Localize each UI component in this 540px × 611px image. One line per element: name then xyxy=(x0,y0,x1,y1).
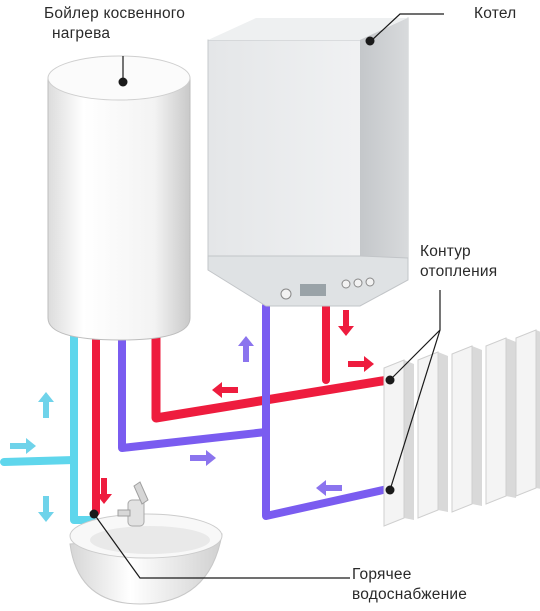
radiator-section xyxy=(383,359,414,527)
radiator-section xyxy=(451,345,482,513)
label-kontur-line1: Контур xyxy=(420,243,471,260)
flow-arrow-right-icon xyxy=(190,450,216,466)
label-kotel: Котел xyxy=(474,5,517,22)
leader-dot xyxy=(118,77,128,87)
tank-return-pipe xyxy=(118,334,270,452)
leader-kontur-2 xyxy=(389,329,441,491)
cold-water-pipe xyxy=(0,326,96,524)
leader-dot xyxy=(385,485,395,495)
faucet-icon xyxy=(117,481,149,527)
wall-boiler-icon xyxy=(207,17,409,307)
flow-arrow-left-icon xyxy=(316,480,342,496)
leader-dot xyxy=(365,36,375,46)
tank-supply-pipe xyxy=(151,333,393,423)
label-boiler-line2: нагрева xyxy=(52,25,111,42)
leader-dot xyxy=(385,375,395,385)
leader-kotel xyxy=(371,13,444,41)
label-hot-line1: Горячее xyxy=(352,566,412,583)
boiler-tank-icon xyxy=(47,55,191,341)
boiler-knob xyxy=(280,288,292,300)
radiator-icon xyxy=(383,329,540,527)
flow-arrow-right-icon xyxy=(10,438,36,454)
boiler-return-pipe xyxy=(262,302,396,520)
boiler-knob xyxy=(341,279,351,289)
label-boiler-line1: Бойлер косвенного xyxy=(44,5,186,22)
flow-arrow-up-icon xyxy=(38,392,54,418)
flow-arrow-left-icon xyxy=(212,382,238,398)
pipes xyxy=(0,302,396,524)
label-hot-line2: водоснабжение xyxy=(352,586,468,603)
radiator-section xyxy=(417,351,448,519)
flow-arrow-down-icon xyxy=(38,496,54,522)
radiator-section xyxy=(515,329,540,497)
leader-dots xyxy=(89,36,395,519)
boiler-knob xyxy=(353,278,363,288)
flow-arrows xyxy=(10,310,374,522)
flow-arrow-up-icon xyxy=(238,336,254,362)
flow-arrow-down-icon xyxy=(338,310,354,336)
washbasin-icon xyxy=(69,513,223,605)
boiler-knob xyxy=(365,277,375,287)
boiler-display xyxy=(300,284,326,296)
flow-arrow-right-icon xyxy=(348,356,374,372)
radiator-section xyxy=(485,337,516,505)
leader-dot xyxy=(89,509,99,519)
label-kontur-line2: отопления xyxy=(420,263,498,280)
leader-hot-water xyxy=(93,513,350,579)
flow-arrow-down-icon xyxy=(96,478,112,504)
